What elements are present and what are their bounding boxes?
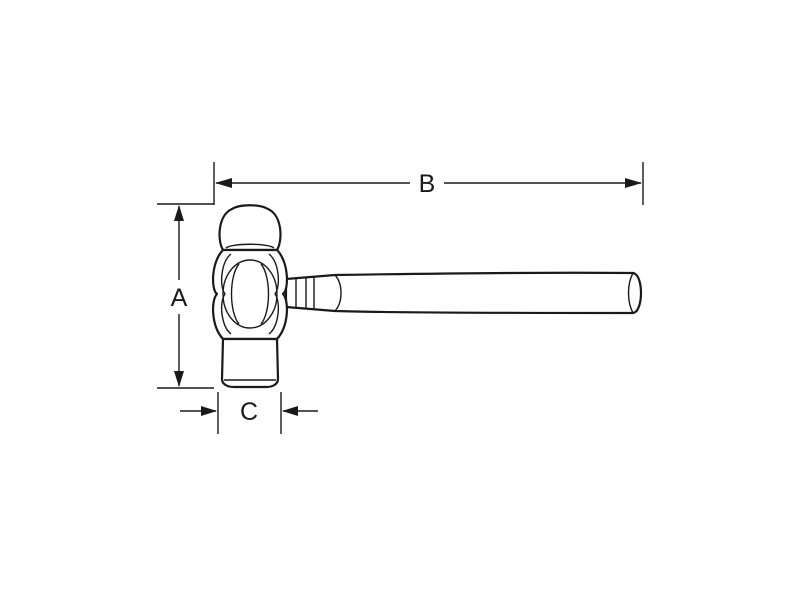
dimension-b: B	[213, 162, 644, 205]
arrowhead-c-right	[282, 406, 298, 416]
hammer-head-body	[211, 248, 289, 341]
hammer-striking-face	[220, 337, 280, 389]
arrowhead-a-bottom	[174, 371, 184, 387]
arrowhead-c-left	[201, 406, 217, 416]
arrowhead-b-left	[215, 178, 232, 188]
arrowhead-b-right	[625, 178, 642, 188]
head-body-right-collar	[268, 253, 280, 335]
ball-pein-outline	[218, 204, 282, 252]
dimension-a: A	[157, 203, 214, 389]
head-eye-inner-left	[230, 263, 240, 325]
striking-face-outline	[220, 337, 280, 389]
handle-shoulder-curve	[334, 274, 342, 312]
dimension-label-b: B	[419, 170, 436, 198]
head-body-left-collar	[220, 253, 232, 335]
hammer-handle	[284, 271, 643, 315]
head-eye-inner-right	[260, 263, 270, 325]
head-eye-outline	[222, 259, 278, 329]
ball-pein-hammer-drawing	[211, 204, 643, 389]
dimension-c: C	[180, 392, 318, 434]
dimension-label-c: C	[240, 398, 258, 426]
hammer-ball-pein	[218, 204, 282, 252]
arrowhead-a-top	[174, 205, 184, 221]
dimension-label-a: A	[171, 284, 188, 312]
handle-outline	[284, 271, 643, 315]
handle-end-curve	[627, 272, 634, 314]
ball-pein-inner-curve	[225, 243, 275, 249]
